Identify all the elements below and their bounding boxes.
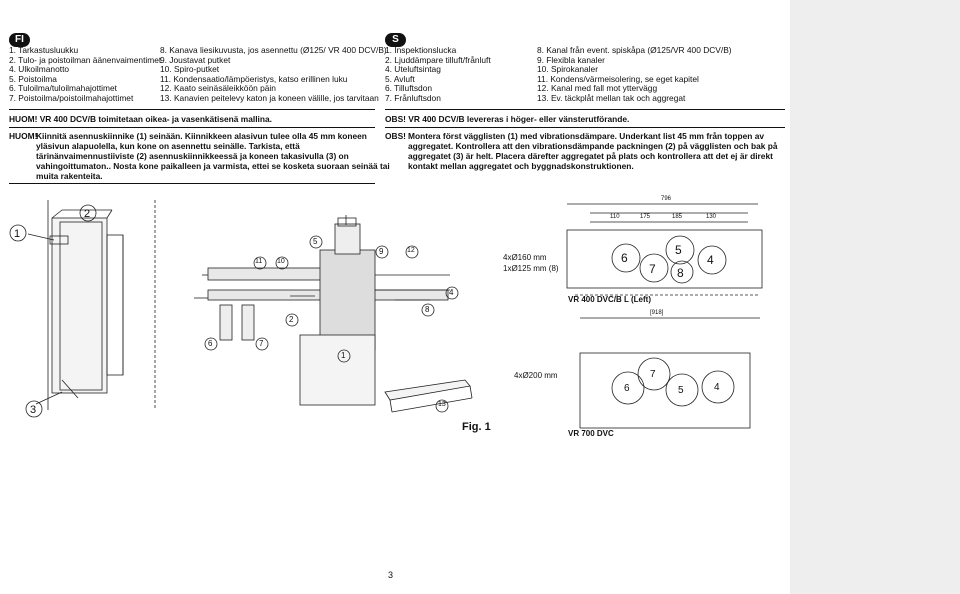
margin-band xyxy=(790,0,960,594)
legend-item: 12. Kanal med fall mot yttervägg xyxy=(537,83,658,94)
legend-item: 11. Kondens/värmeisolering, se eget kapi… xyxy=(537,73,699,84)
divider xyxy=(385,109,785,110)
vr400-port-label: 7 xyxy=(649,262,656,276)
legend-item: 5. Poistoilma xyxy=(9,73,57,84)
legend-item: 9. Joustavat putket xyxy=(160,54,231,65)
note-prefix: OBS! xyxy=(385,131,406,141)
figure-caption: Fig. 1 xyxy=(462,421,491,433)
legend-item: 7. Poistoilma/poistoilmahajottimet xyxy=(9,92,134,103)
duct-assembly xyxy=(154,200,473,413)
callout-label: 9 xyxy=(379,247,384,256)
note-prefix: HUOM! xyxy=(9,131,38,141)
divider xyxy=(9,109,375,110)
vr700-top-view xyxy=(579,317,760,429)
fi-legend-col1: 1. Tarkastusluukku 2. Tulo- ja poistoilm… xyxy=(9,45,162,104)
vr400-port-label: 8 xyxy=(677,266,684,280)
callout-label: 3 xyxy=(30,404,37,416)
legend-item: 4. Uteluftsintag xyxy=(385,64,441,75)
vr400-port-label: 6 xyxy=(621,251,628,265)
vr400-dim: 130 xyxy=(706,214,717,220)
note-line: muita rakenteita. xyxy=(36,171,103,181)
legend-item: 8. Kanal från event. spiskåpa (Ø125/VR 4… xyxy=(537,45,732,55)
legend-item: 9. Flexibla kanaler xyxy=(537,54,605,65)
divider xyxy=(9,127,375,128)
legend-item: 13. Ev. täckplåt mellan tak och aggregat xyxy=(537,92,686,103)
legend-item: 7. Frånluftsdon xyxy=(385,92,441,103)
vr700-label: VR 700 DVC xyxy=(568,429,614,438)
vr400-dim-total: 796 xyxy=(661,196,672,202)
legend-item: 1. Tarkastusluukku xyxy=(9,45,79,55)
note-line: Kiinnitä asennuskiinnike (1) seinään. Ki… xyxy=(36,131,367,141)
vr700-port-label: 7 xyxy=(650,369,656,380)
vr400-spec-2: 1xØ125 mm (8) xyxy=(503,264,559,273)
note-line: aggregatet. Kontrollera att den vibratio… xyxy=(408,141,778,151)
legend-item: 12. Kaato seinäsäleikköön päin xyxy=(160,83,276,94)
legend-item: 2. Tulo- ja poistoilman äänenvaimentimet xyxy=(9,54,162,65)
callout-label: 6 xyxy=(208,339,213,348)
callout-label: 1 xyxy=(14,228,21,240)
s-legend-col2: 8. Kanal från event. spiskåpa (Ø125/VR 4… xyxy=(537,45,732,104)
legend-item: 4. Ulkoilmanotto xyxy=(9,64,70,75)
installation-figure xyxy=(9,200,763,429)
callout-label: 5 xyxy=(313,237,318,246)
divider xyxy=(9,183,375,184)
note-line: kontakt mellan aggregatet och byggnadsko… xyxy=(408,161,634,171)
callout-label: 2 xyxy=(84,208,91,220)
unit-side-view xyxy=(27,200,124,410)
vr700-spec-1: 4xØ200 mm xyxy=(514,371,558,380)
fi-note-1: HUOM! VR 400 DCV/B toimitetaan oikea- ja… xyxy=(9,114,272,124)
callout-label: 1 xyxy=(341,351,346,360)
callout-label: 2 xyxy=(289,315,294,324)
legend-item: 13. Kanavien peitelevy katon ja koneen v… xyxy=(160,92,379,103)
vr700-port-label: 4 xyxy=(714,382,720,393)
note-line: yläsivun alapuolella, kun kone on asenne… xyxy=(36,141,300,151)
language-badge-s: S xyxy=(385,33,406,47)
language-badge-fi: FI xyxy=(9,33,30,47)
legend-item: 8. Kanava liesikuvusta, jos asennettu (Ø… xyxy=(160,45,387,55)
vr400-port-label: 5 xyxy=(675,243,682,257)
vr400-top-view xyxy=(566,203,763,296)
callout-label: 11 xyxy=(255,258,263,265)
vr400-dim: 175 xyxy=(640,214,651,220)
legend-item: 10. Spiro-putket xyxy=(160,64,220,75)
callout-label: 4 xyxy=(449,288,454,297)
note-line: aggregatet (3) är helt. Placera därefter… xyxy=(408,151,773,161)
page-number: 3 xyxy=(388,570,394,580)
callout-label: 10 xyxy=(277,258,285,265)
vr700-port-label: 6 xyxy=(624,383,630,394)
legend-item: 6. Tuloilma/tuloilmahajottimet xyxy=(9,83,117,94)
callout-label: 8 xyxy=(425,305,430,314)
callout-label: 7 xyxy=(259,339,264,348)
vr400-label: VR 400 DVC/B L (Left) xyxy=(568,295,651,304)
legend-item: 6. Tilluftsdon xyxy=(385,83,433,94)
legend-item: 5. Avluft xyxy=(385,73,415,84)
vr700-dim-total: [918] xyxy=(650,310,664,316)
callout-label: 13 xyxy=(438,401,446,408)
legend-item: 11. Kondensaatio/lämpöeristys, katso eri… xyxy=(160,73,348,84)
legend-item: 2. Ljuddämpare tilluft/frånluft xyxy=(385,54,491,65)
callouts xyxy=(9,204,459,418)
fi-legend-col2: 8. Kanava liesikuvusta, jos asennettu (Ø… xyxy=(160,45,387,104)
vr400-dim: 185 xyxy=(672,214,683,220)
s-legend-col1: 1. Inspektionslucka 2. Ljuddämpare tillu… xyxy=(385,45,491,104)
vr400-port-label: 4 xyxy=(707,253,714,267)
legend-item: 1. Inspektionslucka xyxy=(385,45,457,55)
legend-item: 10. Spirokanaler xyxy=(537,64,598,75)
note-line: tärinänvaimennustiiviste (2) asennuskiin… xyxy=(36,151,349,161)
vr400-dim: 110 xyxy=(610,214,620,220)
note-line: Montera först vägglisten (1) med vibrati… xyxy=(408,131,765,141)
note-line: vahingoittumaton.. Nosta kone paikalleen… xyxy=(36,161,390,171)
s-note-1: OBS! VR 400 DCV/B levereras i höger- ell… xyxy=(385,114,630,124)
callout-label: 12 xyxy=(407,247,415,254)
vr400-spec-1: 4xØ160 mm xyxy=(503,253,547,262)
divider xyxy=(385,127,785,128)
vr700-port-label: 5 xyxy=(678,385,684,396)
